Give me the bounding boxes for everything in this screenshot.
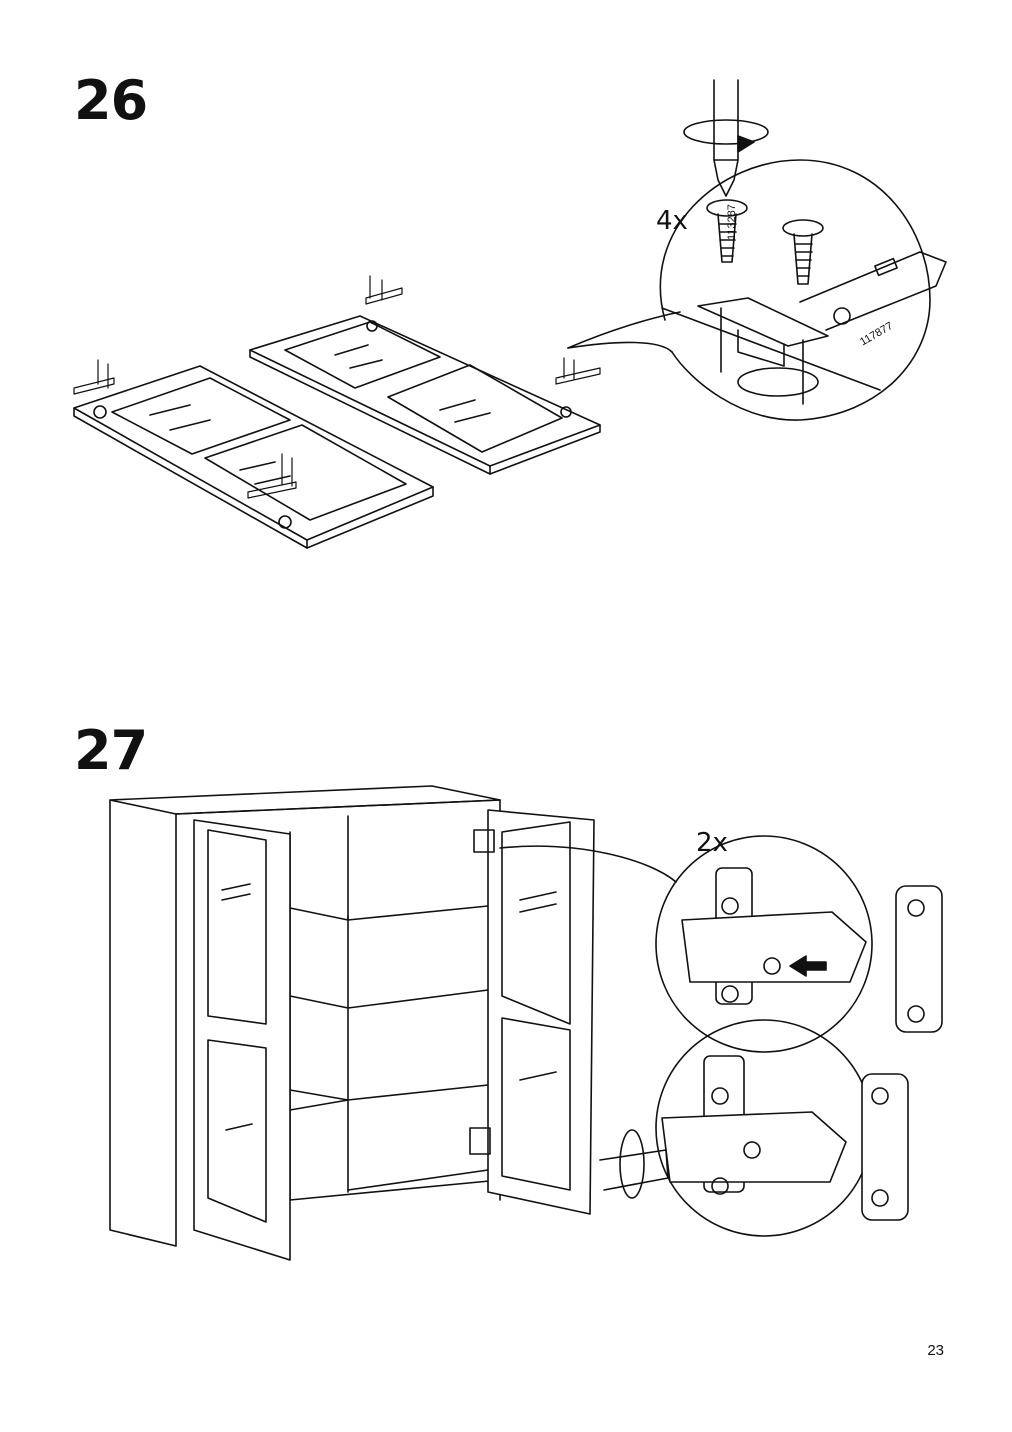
push-arrow-icon: [790, 956, 826, 976]
hinge-icon: [682, 868, 942, 1032]
quantity-label-27: 2x: [696, 828, 728, 858]
door-panel-left-icon: [74, 366, 433, 548]
screwdriver-bottom-icon: [600, 1130, 668, 1198]
page-number: 23: [927, 1342, 944, 1359]
cabinet-icon: [110, 786, 594, 1260]
screwdriver-icon: [714, 80, 738, 196]
rotate-arrow-icon: [684, 120, 768, 152]
door-panel-right-icon: [250, 316, 600, 474]
detail-circle-27-top: [656, 836, 872, 1052]
detail-circle-26: [660, 160, 930, 420]
part-number-screw: 113287: [726, 204, 738, 240]
step-number-27: 27: [74, 719, 148, 782]
hinge-icon-bottom: [662, 1056, 908, 1220]
quantity-label-26: 4x: [656, 206, 688, 236]
step-number-26: 26: [74, 69, 148, 132]
hinge-plate-icon: [74, 276, 600, 498]
cabinet-hinge-icon: [470, 830, 494, 1154]
screw-icon: [707, 200, 823, 284]
hinge-plate-detail-icon: [662, 252, 946, 404]
